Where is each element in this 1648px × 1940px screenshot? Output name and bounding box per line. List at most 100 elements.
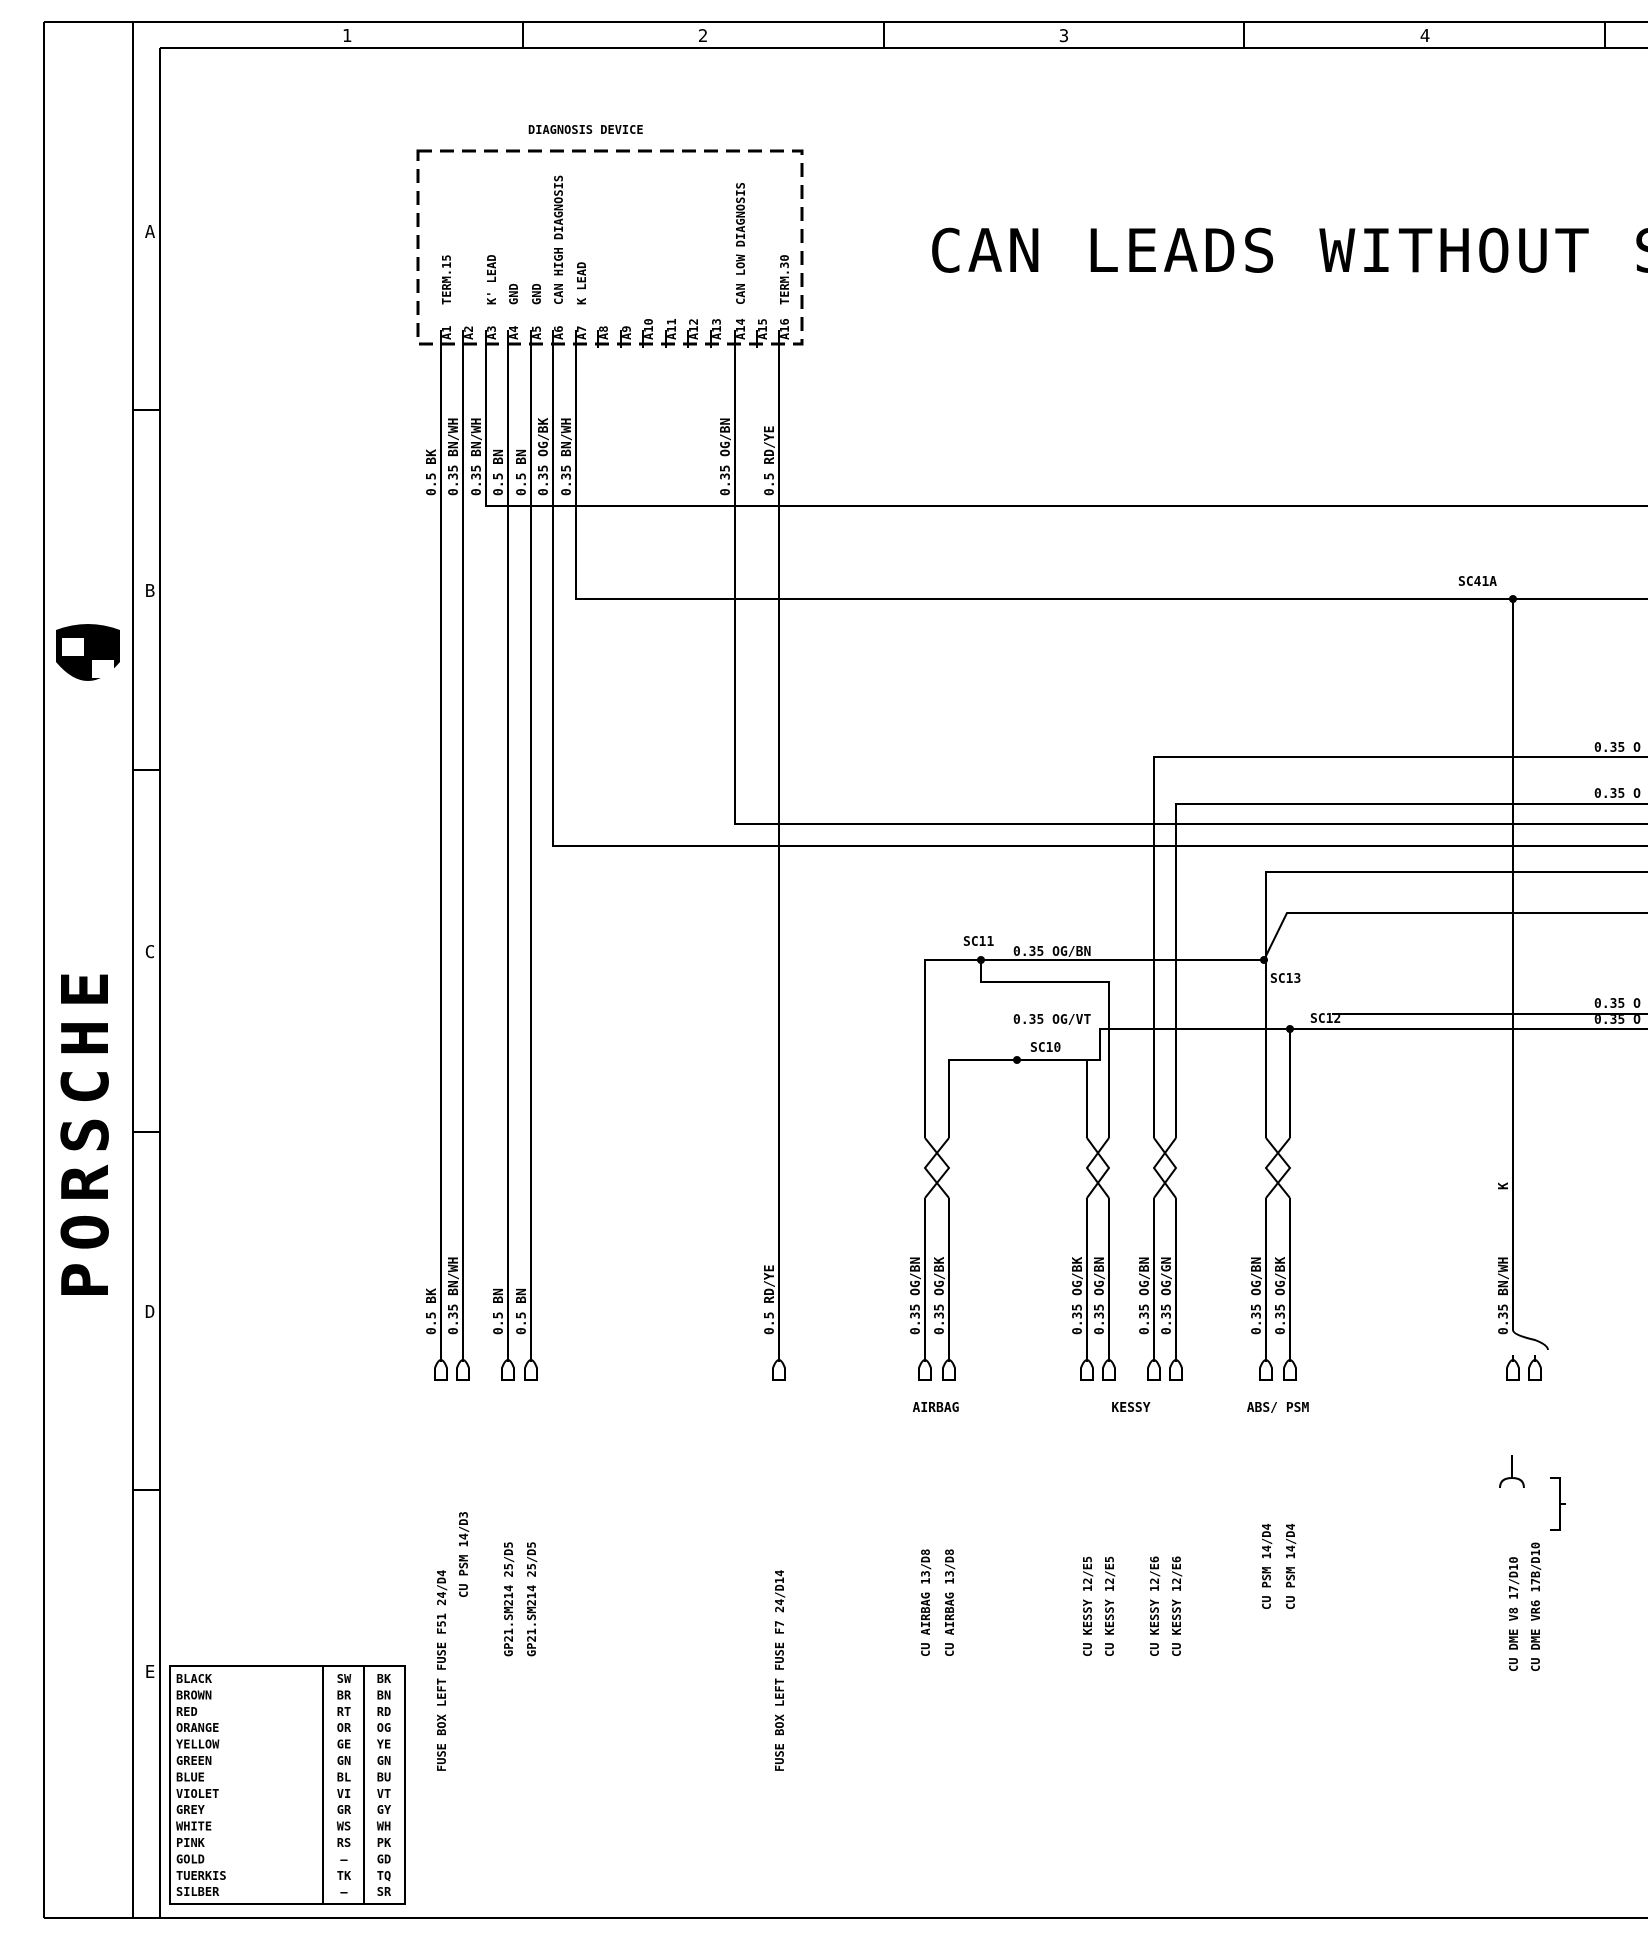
connector-terminal [1259, 1359, 1273, 1381]
legend-en: VT [377, 1787, 391, 1801]
legend-de: — [340, 1885, 348, 1899]
connector-terminal [942, 1359, 956, 1381]
ref-cu-psm: CU PSM 14/D4 [1260, 1523, 1274, 1610]
connector-name-airbag: AIRBAG [913, 1401, 960, 1416]
legend-name: BLACK [176, 1672, 213, 1686]
wire-label: 0.35 BN/WH [560, 418, 575, 496]
wire-label: 0.35 OG/BK [537, 418, 552, 496]
wire-label: 0.5 BN [515, 449, 530, 496]
pin-label: CAN LOW DIAGNOSIS [734, 182, 748, 305]
ref-arrow [1499, 1455, 1525, 1489]
connector-terminal [501, 1359, 515, 1381]
wire-label: 0.5 RD/YE [763, 1265, 778, 1335]
brand-wordmark: PORSCHE [50, 960, 124, 1300]
legend-de: OR [337, 1721, 352, 1735]
pin-id: A14 [734, 318, 748, 340]
wire-label: 0.35 BN/WH [447, 1257, 462, 1335]
legend-name: GREY [176, 1803, 206, 1817]
legend-en: YE [377, 1738, 391, 1752]
wire-label: 0.35 BN/WH [470, 418, 485, 496]
ref-gp21: GP21.SM214 25/D5 [525, 1541, 539, 1657]
legend-name: RED [176, 1705, 198, 1719]
pin-id: A6 [552, 326, 566, 340]
k-wire-label: 0.35 BN/WH [1497, 1257, 1512, 1335]
pin-label: CAN HIGH DIAGNOSIS [552, 175, 566, 305]
pin-id: A1 [440, 326, 454, 340]
connector-terminal [434, 1359, 448, 1381]
pin-label: TERM.30 [778, 254, 792, 305]
row-letter: A [145, 222, 156, 243]
splice-label-sc11: SC11 [963, 935, 994, 950]
pin-id: A11 [665, 318, 679, 340]
wire-label: 0.35 OG/BK [933, 1257, 948, 1335]
color-legend [169, 1665, 406, 1905]
ref-cu-dme-vr6: CU DME VR6 17B/D10 [1529, 1542, 1543, 1672]
legend-de: RS [337, 1836, 351, 1850]
ref-fuse-f7: FUSE BOX LEFT FUSE F7 24/D14 [773, 1570, 787, 1772]
legend-name: SILBER [176, 1885, 220, 1899]
column-number: 4 [1420, 26, 1431, 47]
connector-terminal [1102, 1359, 1116, 1381]
pin-id: A12 [687, 318, 701, 340]
ref-bracket [1550, 1477, 1566, 1531]
connector-terminal [1528, 1359, 1542, 1381]
legend-en: PK [377, 1836, 392, 1850]
connector-terminal [1169, 1359, 1183, 1381]
pin-id: A16 [778, 318, 792, 340]
pin-id: A7 [575, 326, 589, 340]
legend-de: GE [337, 1738, 351, 1752]
connector-terminal [1283, 1359, 1297, 1381]
wire-label: 0.5 BN [492, 449, 507, 496]
wire-label: 0.35 OG/BK [1071, 1257, 1086, 1335]
column-number: 2 [698, 26, 709, 47]
right-wire-label: 0.35 O [1594, 1013, 1641, 1028]
pin-id: A5 [530, 326, 544, 340]
legend-en: BU [377, 1770, 391, 1784]
legend-de: BL [337, 1770, 351, 1784]
legend-name: BLUE [176, 1770, 205, 1784]
legend-de: BR [337, 1688, 352, 1702]
legend-de: GR [337, 1803, 352, 1817]
ref-cu-kessy: CU KESSY 12/E6 [1148, 1556, 1162, 1657]
splice-label-sc13: SC13 [1270, 972, 1301, 987]
legend-de: SW [337, 1672, 352, 1686]
legend-en: BN [377, 1688, 391, 1702]
frame [43, 21, 1648, 1919]
ref-cu-dme-v8: CU DME V8 17/D10 [1507, 1556, 1521, 1672]
row-letter: E [145, 1662, 156, 1683]
pin-label: GND [507, 283, 521, 305]
legend-en: WH [377, 1820, 391, 1834]
wire-label: 0.35 OG/GN [1160, 1257, 1175, 1335]
legend-en: GD [377, 1852, 391, 1866]
column-number: 1 [342, 26, 353, 47]
k-wire-tag: K [1497, 1182, 1512, 1190]
connector-name-abs-psm: ABS/ PSM [1247, 1401, 1310, 1416]
legend-en: BK [377, 1672, 392, 1686]
legend-name: VIOLET [176, 1787, 219, 1801]
legend-name: TUERKIS [176, 1869, 227, 1883]
connector-terminal [1506, 1359, 1520, 1381]
wire-label: 0.5 BK [425, 1288, 440, 1335]
connector-name-kessy: KESSY [1111, 1401, 1150, 1416]
pin-id: A4 [507, 326, 521, 340]
pin-id: A8 [597, 326, 611, 340]
diagnosis-device-box [416, 149, 804, 346]
legend-name: YELLOW [176, 1738, 220, 1752]
legend-en: TQ [377, 1869, 391, 1883]
legend-en: OG [377, 1721, 391, 1735]
connector-terminal [524, 1359, 538, 1381]
pin-id: A9 [620, 326, 634, 340]
legend-name: ORANGE [176, 1721, 219, 1735]
wire-label: 0.5 BN [515, 1288, 530, 1335]
row-letter: D [145, 1302, 156, 1323]
wire-label: 0.35 OG/BN [1093, 1257, 1108, 1335]
legend-name: GREEN [176, 1754, 212, 1768]
pin-id: A2 [462, 326, 476, 340]
legend-de: VI [337, 1787, 351, 1801]
right-wire-label: 0.35 O [1594, 787, 1641, 802]
twist-kessy-a [1085, 1137, 1111, 1360]
row-letter: C [145, 942, 156, 963]
pin-id: A15 [756, 318, 770, 340]
wire-label: 0.35 OG/BN [1250, 1257, 1265, 1335]
